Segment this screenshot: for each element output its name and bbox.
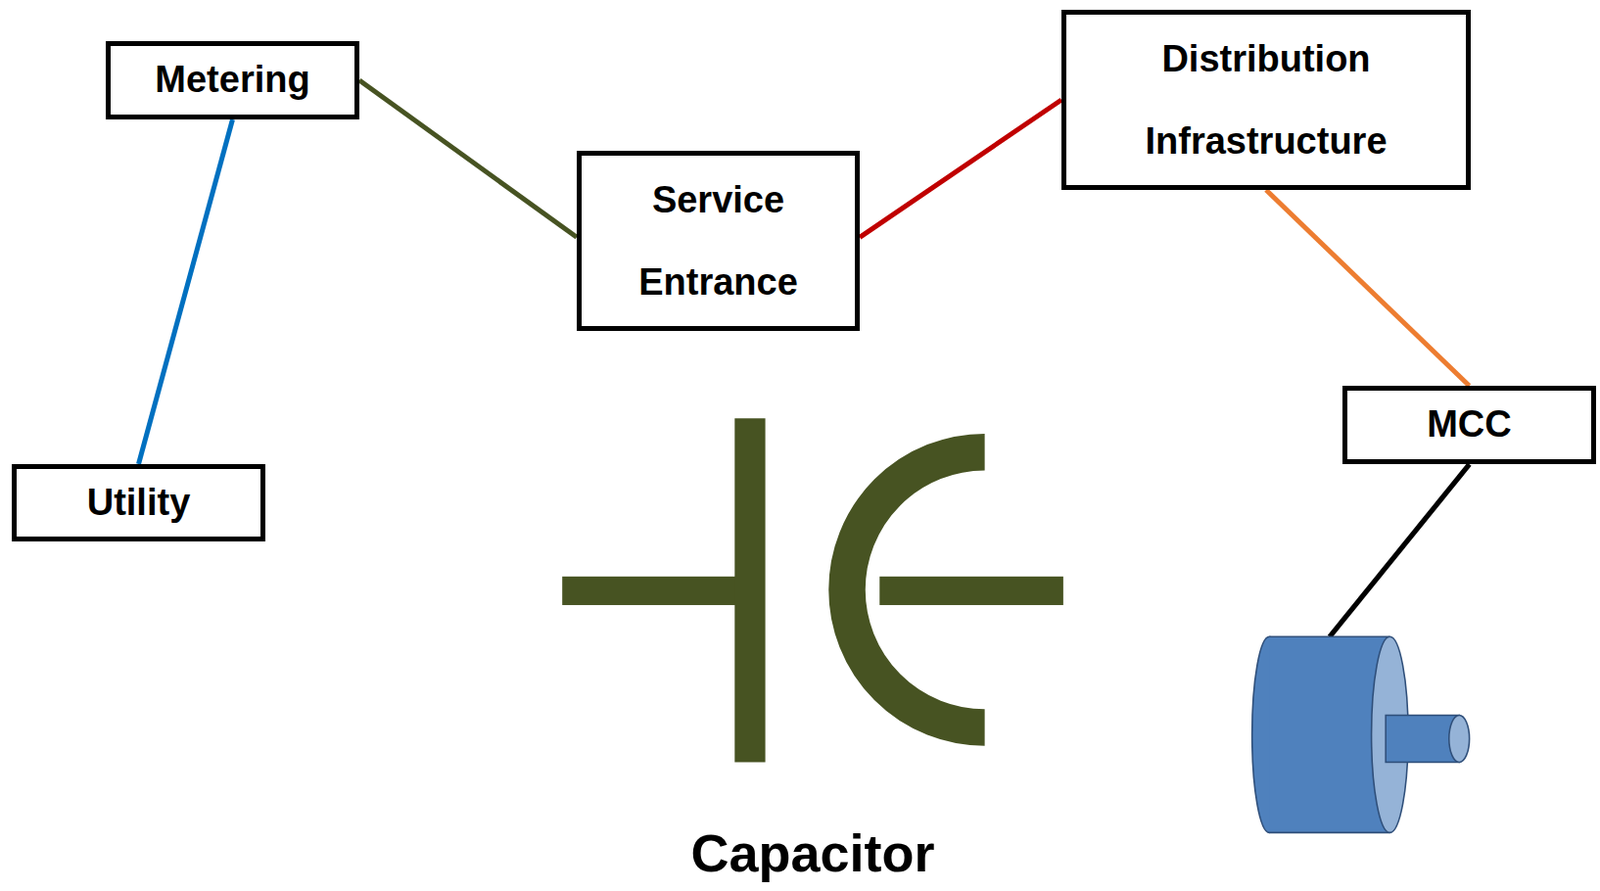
connector-line [139, 119, 234, 465]
connector-line [359, 80, 577, 237]
box-text: Metering [154, 57, 310, 103]
box-text: Distribution Infrastructure [1066, 17, 1466, 183]
box-text: Service Entrance [581, 158, 855, 324]
service-entrance-box: Service Entrance [576, 150, 860, 331]
capacitor-symbol [562, 418, 1064, 762]
box-text: Utility [87, 480, 191, 526]
distribution-box: Distribution Infrastructure [1061, 9, 1471, 190]
capacitor-label: Capacitor [690, 824, 935, 883]
box-text: MCC [1426, 402, 1512, 448]
connector-line [1266, 189, 1470, 386]
motor-symbol [1252, 636, 1470, 833]
metering-box: Metering [105, 41, 360, 120]
connector-line [859, 99, 1062, 237]
motor-wire [1329, 464, 1470, 637]
utility-box: Utility [11, 464, 266, 542]
mcc-box: MCC [1342, 385, 1597, 465]
